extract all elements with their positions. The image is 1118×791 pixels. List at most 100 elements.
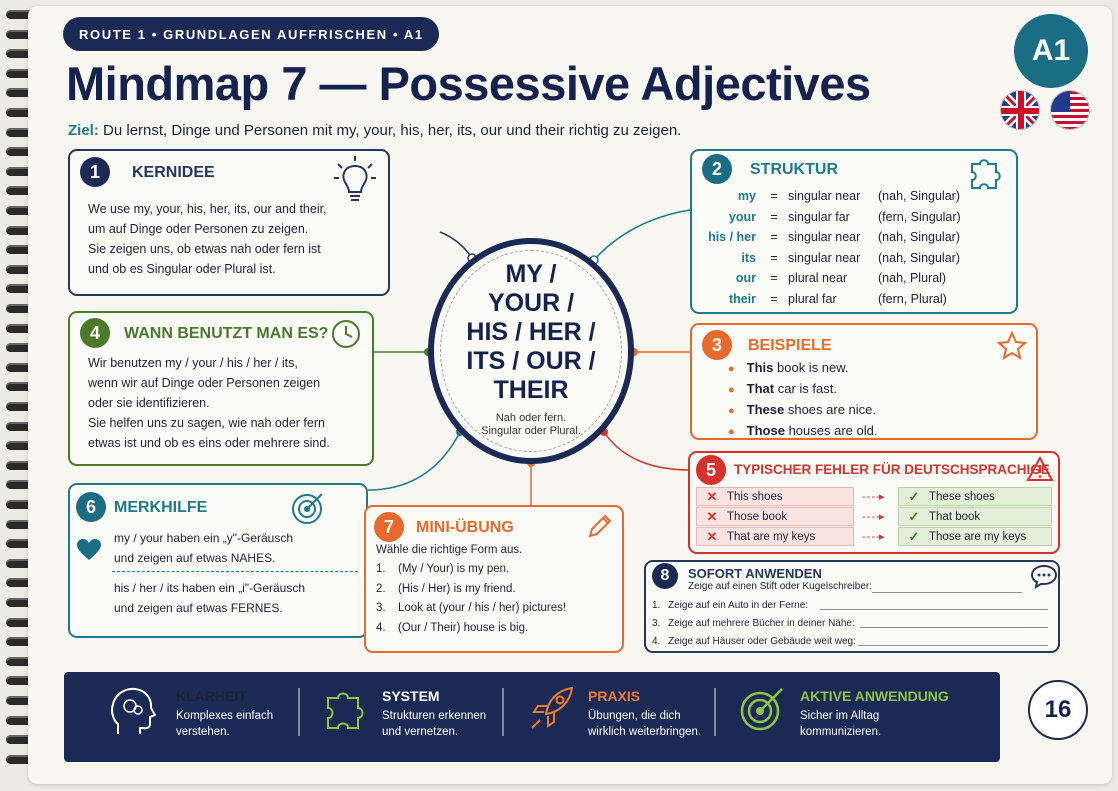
spiral-ring: [6, 88, 36, 98]
wrong-example: ✕This shoes: [696, 487, 854, 506]
spiral-ring: [6, 500, 36, 509]
goal-line: Ziel: Du lernst, Dinge und Personen mit …: [68, 122, 681, 139]
banner-title-praxis: PRAXIS: [588, 688, 641, 704]
card-merkhilfe: [68, 483, 368, 638]
spiral-ring: [6, 68, 36, 78]
spiral-ring: [6, 480, 36, 490]
banner-title-klarheit: KLARHEIT: [176, 688, 247, 704]
spiral-ring: [6, 617, 36, 627]
answer-line: [820, 609, 1048, 610]
spiral-ring: [6, 735, 36, 745]
list-item: ●These shoes are nice.: [728, 402, 877, 417]
spiral-ring: [6, 127, 36, 137]
wrong-example: ✕Those book: [696, 507, 854, 526]
spiral-ring: [6, 147, 36, 157]
center-subtitle: Nah oder fern. Singular oder Plural.: [481, 412, 581, 437]
answer-line: [872, 592, 1022, 593]
spiral-ring: [6, 460, 36, 470]
card-title: STRUKTUR: [750, 161, 838, 178]
puzzle-icon: [971, 159, 1001, 189]
wrong-example: ✕That are my keys: [696, 527, 854, 546]
goal-text: Du lernst, Dinge und Personen mit my, yo…: [103, 122, 682, 139]
spiral-ring: [6, 676, 36, 686]
card-title: SOFORT ANWENDEN: [688, 566, 822, 581]
spiral-ring: [6, 49, 36, 59]
arrow-icon: - - - -▸: [862, 511, 884, 523]
answer-line: [858, 645, 1048, 646]
correct-example: ✓That book: [898, 507, 1052, 526]
list-item: ●This book is new.: [728, 360, 849, 375]
example-list: ●This book is new. ●That car is fast. ●T…: [728, 358, 877, 442]
pencil-icon: [588, 514, 612, 538]
correct-example: ✓Those are my keys: [898, 527, 1052, 546]
rocket-icon: [531, 686, 574, 729]
star-icon: [996, 330, 1028, 361]
banner-divider: [714, 688, 716, 736]
card-title: MERKHILFE: [114, 499, 208, 516]
merkhilfe-far: his / her / its haben ein „i"-Geräusch u…: [114, 581, 306, 615]
center-title: MY / YOUR / HIS / HER / ITS / OUR / THEI…: [466, 260, 596, 404]
spiral-ring: [6, 166, 36, 176]
sofort-intro: Zeige auf einen Stift oder Kugelschreibe…: [688, 581, 872, 592]
card-title: BEISPIELE: [748, 337, 832, 354]
card-title: TYPISCHER FEHLER FÜR DEUTSCHSPRACHIGE: [734, 462, 1050, 477]
goal-label: Ziel:: [68, 122, 99, 139]
card-number: 5: [696, 455, 726, 485]
uebung-intro: Wähle die richtige Form aus.: [376, 544, 523, 556]
list-item: 4.Zeige auf Häuser oder Gebäude weit weg…: [652, 636, 856, 647]
table-row: their=plural far(fern, Plural): [728, 291, 947, 306]
arrow-icon: - - - -▸: [862, 531, 884, 543]
spiral-ring: [6, 598, 36, 607]
list-item: ●That car is fast.: [728, 381, 837, 396]
level-badge: A1: [1014, 14, 1088, 88]
spiral-ring: [6, 696, 36, 705]
list-item: 4.(Our / Their) house is big.: [376, 621, 529, 634]
card-mini-uebung: [364, 505, 624, 653]
arrow-icon: - - - -▸: [862, 491, 884, 503]
banner-divider: [298, 688, 300, 736]
card-number: 2: [702, 154, 732, 184]
kernidee-text: We use my, your, his, her, its, our and …: [88, 202, 327, 276]
card-title: MINI-ÜBUNG: [416, 519, 514, 536]
list-item: 1.Zeige auf ein Auto in der Ferne:: [652, 600, 809, 611]
spiral-ring: [6, 382, 36, 392]
spiral-ring: [6, 637, 36, 647]
chat-icon: [1030, 564, 1058, 590]
banner-divider: [502, 688, 504, 736]
card-beispiele: [690, 323, 1038, 440]
page-number: 16: [1028, 680, 1088, 740]
list-item: 3.Zeige auf mehrere Bücher in deiner Näh…: [652, 618, 855, 629]
card-number: 7: [374, 512, 404, 542]
card-kernidee: [68, 149, 390, 296]
lightbulb-icon: [334, 156, 376, 201]
center-inner-ring: [440, 250, 622, 452]
spiral-ring: [6, 558, 36, 568]
bottom-banner: [64, 672, 1000, 762]
spiral-ring: [6, 656, 36, 666]
spiral-ring: [6, 186, 36, 196]
clock-icon: [332, 320, 360, 348]
spiral-ring: [6, 206, 36, 215]
table-row: my=singular near(nah, Singular): [737, 189, 960, 204]
us-flag-icon: [1050, 90, 1090, 130]
table-row: our=plural near(nah, Plural): [735, 271, 947, 286]
sofort-list: 1.Zeige auf ein Auto in der Ferne: 3.Zei…: [652, 597, 856, 651]
target-icon: [740, 688, 783, 731]
card-number: 6: [76, 492, 106, 522]
answer-line: [860, 627, 1048, 628]
spiral-binding: (function(){ var s = document.currentScr…: [0, 10, 40, 780]
spiral-ring: [6, 245, 36, 255]
correct-example: ✓These shoes: [898, 487, 1052, 506]
spiral-ring: [6, 225, 36, 235]
divider: [112, 571, 358, 572]
card-title: KERNIDEE: [132, 164, 215, 181]
uebung-list: 1.(My / Your) is my pen. 2.(His / Her) i…: [376, 560, 566, 638]
wann-text: Wir benutzen my / your / his / her / its…: [88, 356, 330, 450]
warning-icon: [1026, 456, 1054, 481]
spiral-ring: [6, 10, 36, 19]
spiral-ring: [6, 264, 36, 274]
